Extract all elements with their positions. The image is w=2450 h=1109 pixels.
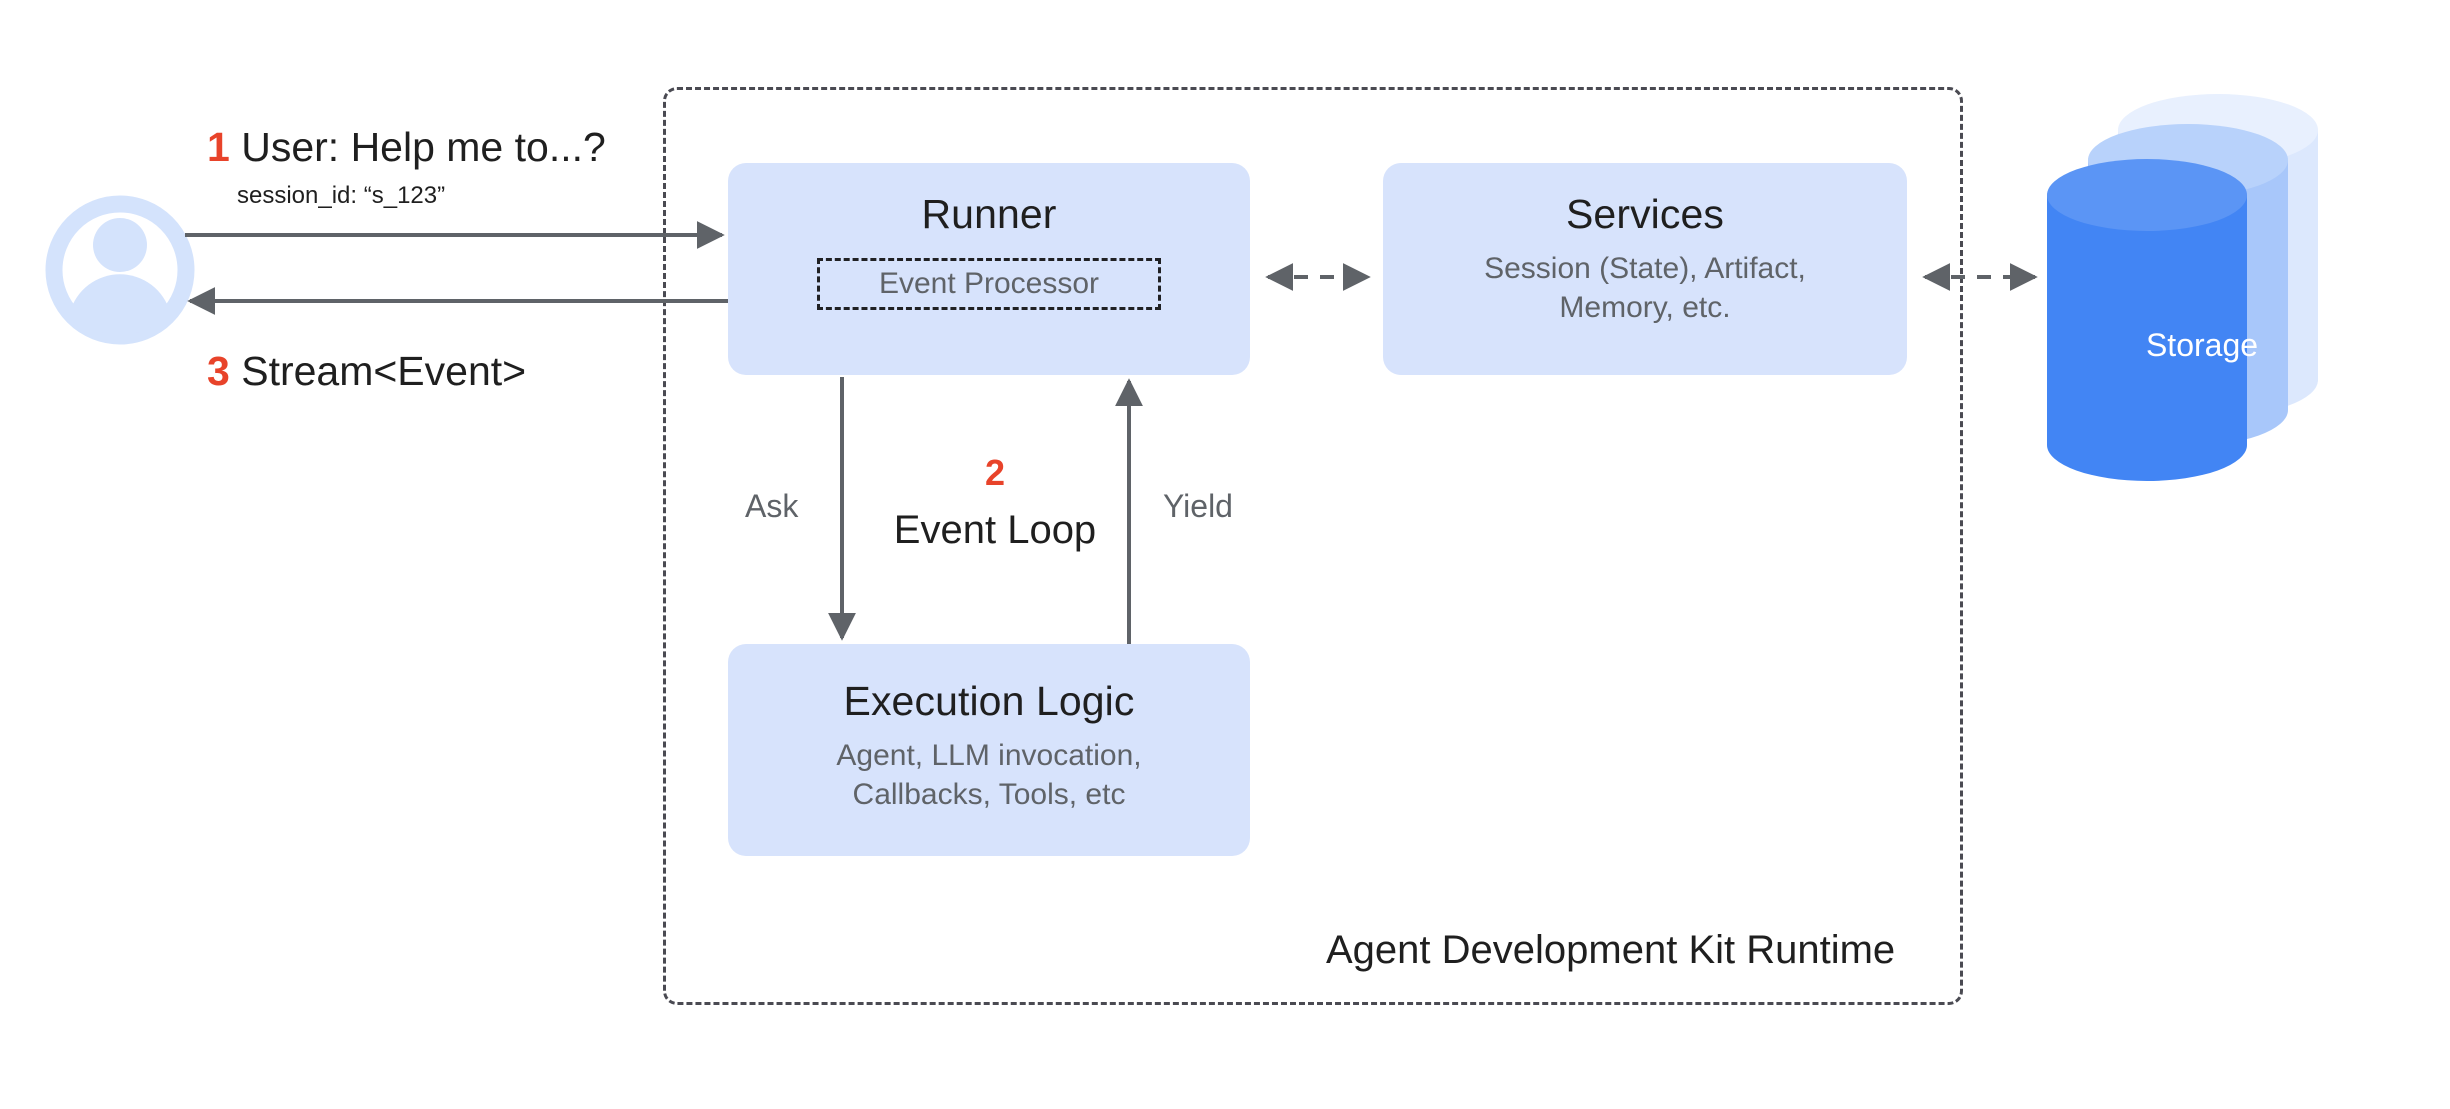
event-processor-block[interactable]: Event Processor [817, 258, 1161, 311]
yield-label: Yield [1163, 488, 1233, 524]
user-request-text: User: Help me to...? [241, 124, 606, 170]
session-id-label: session_id: “s_123” [237, 182, 446, 209]
storage-label: Storage [2145, 327, 2259, 363]
execution-logic-title: Execution Logic [843, 678, 1135, 724]
stream-response-label: 3 Stream<Event> [207, 348, 526, 395]
runner-box[interactable]: Runner Event Processor [728, 163, 1250, 375]
ask-label: Ask [745, 488, 799, 524]
event-loop-label: Event Loop [893, 508, 1097, 552]
step-number-2: 2 [984, 452, 1006, 493]
services-box[interactable]: Services Session (State), Artifact,Memor… [1383, 163, 1907, 375]
user-avatar-icon [45, 195, 195, 345]
adk-runtime-container [663, 87, 1963, 1005]
execution-logic-subtitle: Agent, LLM invocation,Callbacks, Tools, … [836, 739, 1142, 811]
user-request-label: 1 User: Help me to...? [207, 124, 606, 171]
step-number-3: 3 [207, 348, 230, 394]
runner-title: Runner [921, 191, 1057, 237]
services-subtitle: Session (State), Artifact,Memory, etc. [1484, 252, 1806, 324]
runtime-title: Agent Development Kit Runtime [1326, 928, 1896, 972]
execution-logic-box[interactable]: Execution Logic Agent, LLM invocation,Ca… [728, 644, 1250, 856]
event-processor-label: Event Processor [878, 267, 1100, 301]
storage-cylinder-icon [2047, 94, 2318, 481]
stream-response-text: Stream<Event> [241, 348, 527, 394]
step-number-1: 1 [207, 124, 230, 170]
services-title: Services [1565, 191, 1724, 237]
